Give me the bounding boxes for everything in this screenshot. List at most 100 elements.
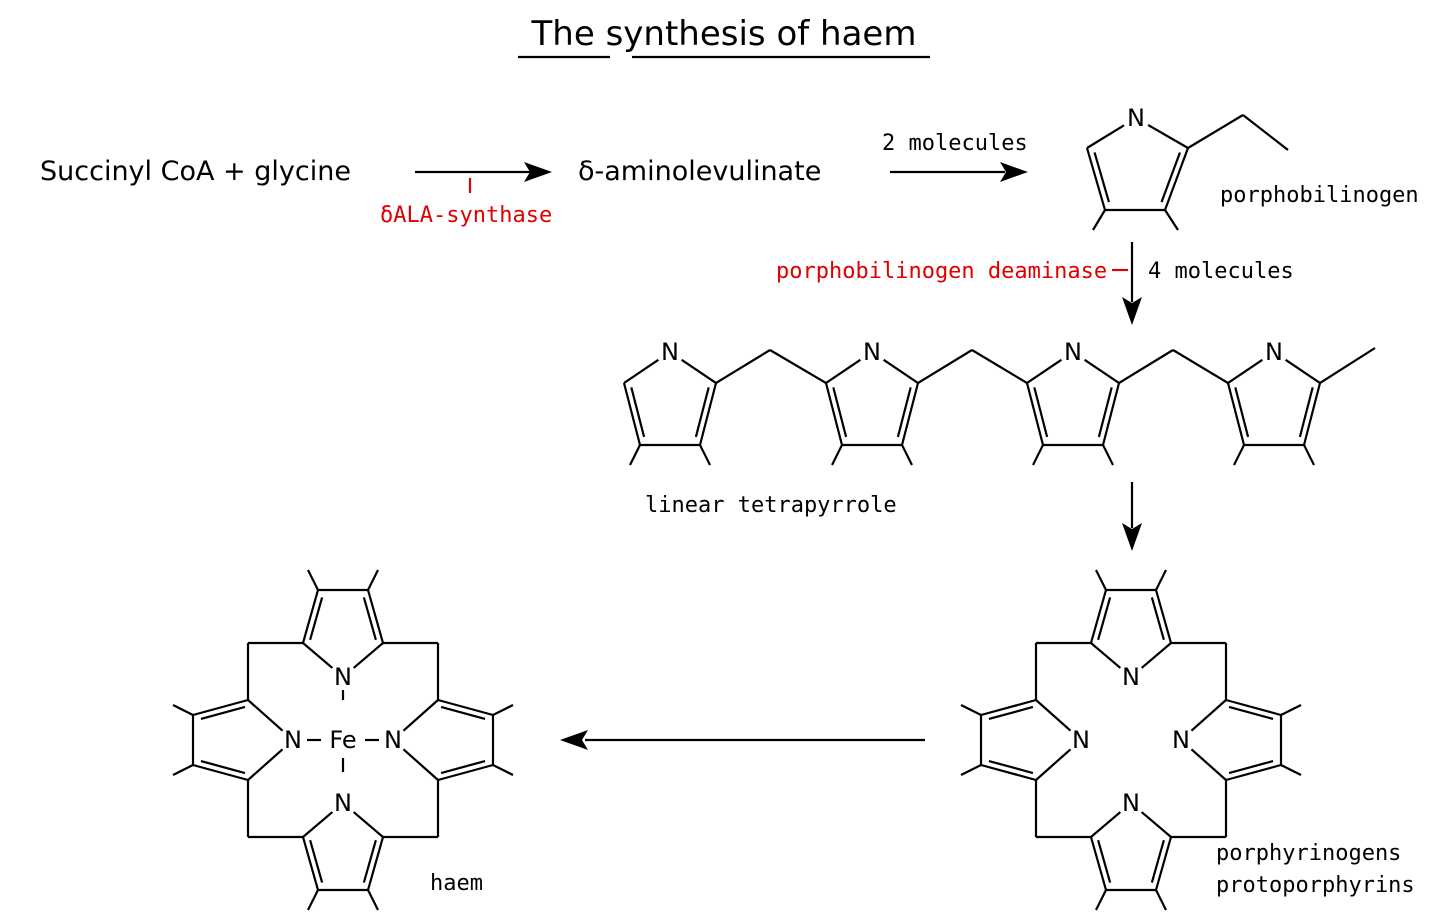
arrow-4-head bbox=[1122, 523, 1142, 551]
double-bond-inner bbox=[1150, 839, 1165, 883]
substituent bbox=[1280, 764, 1302, 776]
double-bond bbox=[1085, 147, 1107, 211]
double-bond bbox=[1154, 589, 1173, 644]
bond bbox=[1140, 811, 1172, 838]
substituent bbox=[1032, 444, 1044, 466]
double-bond-inner bbox=[988, 759, 1034, 775]
nitrogen-atom: N bbox=[384, 726, 402, 754]
double-bond-inner bbox=[362, 597, 377, 641]
double-bond-inner bbox=[1093, 152, 1110, 203]
double-bond-inner bbox=[1298, 387, 1314, 438]
bond bbox=[1035, 699, 1072, 732]
porphyrinogens-label: porphyrinogens bbox=[1216, 841, 1401, 866]
substituent bbox=[831, 444, 843, 466]
double-bond bbox=[437, 763, 494, 782]
double-bond bbox=[1089, 836, 1108, 891]
methylene-bridge bbox=[971, 349, 1028, 384]
ala-label: δ-aminolevulinate bbox=[578, 156, 821, 187]
double-bond bbox=[980, 698, 1037, 717]
nitrogen-atom: N bbox=[1265, 338, 1283, 366]
double-bond-inner bbox=[694, 387, 710, 438]
two-molecules-label: 2 molecules bbox=[882, 131, 1028, 156]
substituent bbox=[1102, 444, 1114, 466]
double-bond bbox=[366, 589, 385, 644]
nitrogen-atom: N bbox=[1122, 663, 1140, 691]
double-bond bbox=[1163, 147, 1190, 211]
double-bond bbox=[698, 382, 718, 446]
bond bbox=[882, 358, 919, 384]
double-bond-inner bbox=[1033, 387, 1049, 438]
methylene-bridge bbox=[1118, 349, 1174, 384]
enzyme-pbg-label: porphobilinogen deaminase bbox=[776, 259, 1107, 284]
double-bond bbox=[1101, 382, 1121, 446]
bond bbox=[402, 748, 439, 781]
double-bond-inner bbox=[1097, 597, 1112, 641]
substituent bbox=[1164, 209, 1179, 231]
double-bond-inner bbox=[440, 759, 486, 775]
substituent bbox=[1095, 569, 1107, 591]
bond bbox=[352, 811, 384, 838]
bond bbox=[1140, 642, 1172, 669]
double-bond-inner bbox=[896, 387, 912, 438]
nitrogen-atom: N bbox=[1072, 726, 1090, 754]
bond bbox=[302, 642, 334, 669]
substituent bbox=[901, 444, 913, 466]
double-bond bbox=[437, 698, 494, 717]
bond bbox=[1190, 699, 1227, 732]
double-bond-inner bbox=[362, 839, 377, 883]
double-bond-inner bbox=[1150, 597, 1165, 641]
substituent bbox=[307, 889, 319, 911]
substituent bbox=[629, 444, 641, 466]
double-bond bbox=[1225, 763, 1282, 782]
double-bond-inner bbox=[200, 759, 246, 775]
double-bond bbox=[1302, 382, 1322, 446]
linear-tetrapyrrole-label: linear tetrapyrrole bbox=[645, 493, 897, 518]
double-bond-inner bbox=[1228, 705, 1274, 721]
substituent bbox=[960, 704, 982, 716]
substituent bbox=[492, 704, 514, 716]
substituent bbox=[1092, 209, 1106, 231]
substituent bbox=[367, 889, 379, 911]
double-bond bbox=[301, 836, 320, 891]
haem-label: haem bbox=[430, 871, 483, 896]
protoporphyrins-label: protoporphyrins bbox=[1216, 873, 1415, 898]
bond bbox=[1035, 748, 1072, 781]
bond bbox=[1090, 811, 1122, 838]
nitrogen-atom: N bbox=[334, 789, 352, 817]
arrow-3-head bbox=[1122, 297, 1142, 325]
nitrogen-atom: N bbox=[1127, 104, 1145, 132]
nitrogen-atom: N bbox=[334, 663, 352, 691]
bond bbox=[1026, 358, 1063, 384]
double-bond bbox=[824, 382, 844, 446]
methylene-bridge bbox=[715, 349, 771, 384]
double-bond bbox=[900, 382, 920, 446]
substituent bbox=[1095, 889, 1107, 911]
bond bbox=[623, 358, 660, 384]
double-bond bbox=[192, 763, 249, 782]
double-bond-inner bbox=[832, 387, 848, 438]
bond bbox=[680, 358, 717, 384]
double-bond bbox=[1089, 589, 1108, 644]
double-bond-inner bbox=[1160, 152, 1181, 203]
bond bbox=[1090, 642, 1122, 669]
double-bond-inner bbox=[1097, 839, 1112, 883]
double-bond-inner bbox=[988, 705, 1034, 721]
substituent bbox=[1233, 444, 1245, 466]
substituent bbox=[1155, 569, 1167, 591]
substituent bbox=[172, 704, 194, 716]
nitrogen-atom: N bbox=[1122, 789, 1140, 817]
double-bond-inner bbox=[1228, 759, 1274, 775]
bond bbox=[1083, 358, 1120, 384]
double-bond bbox=[1025, 382, 1045, 446]
substituent bbox=[960, 764, 982, 776]
double-bond bbox=[1226, 382, 1246, 446]
arrow-1-head bbox=[524, 162, 552, 182]
bond bbox=[825, 358, 862, 384]
bond bbox=[247, 748, 284, 781]
nitrogen-atom: N bbox=[863, 338, 881, 366]
terminal-group bbox=[1319, 347, 1376, 384]
double-bond bbox=[301, 589, 320, 644]
